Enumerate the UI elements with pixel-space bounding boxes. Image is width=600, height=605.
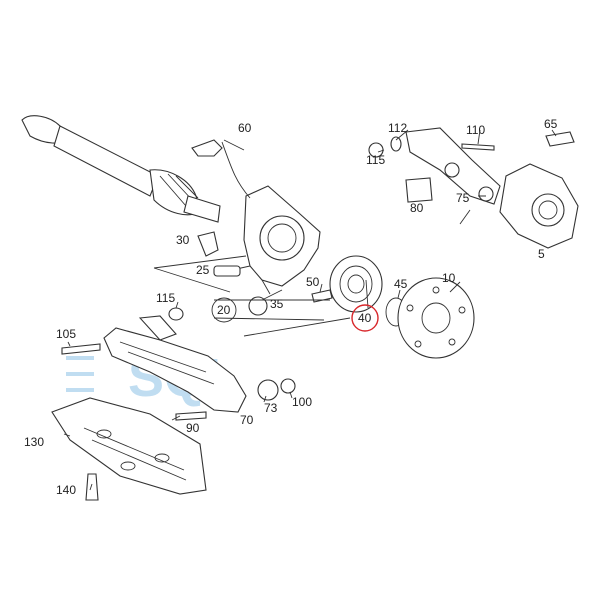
hub-flange-10 [397,277,475,359]
label-100: 100 [292,395,312,409]
label-45: 45 [394,277,408,291]
wheel-bearing-40 [329,255,383,313]
label-10: 10 [442,271,456,285]
washer-35 [248,296,268,316]
bolt-110 [461,143,495,151]
label-5: 5 [538,247,545,261]
label-115-upper: 115 [366,153,385,167]
label-75: 75 [456,191,470,205]
drive-shaft [21,115,221,223]
label-110: 110 [466,123,485,137]
label-80: 80 [410,201,424,215]
nut-100 [280,378,296,394]
upper-control-arm [405,127,501,205]
lower-control-arm [103,315,247,413]
callout-circle-20 [211,297,237,323]
washer-112 [390,136,402,152]
label-25: 25 [196,263,210,277]
wheel-carrier [231,185,321,295]
label-115-lower: 115 [156,291,175,305]
label-73: 73 [264,401,278,415]
label-50: 50 [306,275,320,289]
bolt-105 [61,343,101,355]
label-105: 105 [56,327,76,341]
underbody-cover-130 [51,397,207,495]
label-65: 65 [544,117,558,131]
bracket-65 [545,131,575,147]
bracket-30 [197,231,219,257]
label-140: 140 [56,483,76,497]
label-20: 20 [217,303,231,317]
bracket-60 [191,139,245,157]
label-40: 40 [358,311,372,325]
callout-circle-40-highlighted [351,304,379,332]
label-70: 70 [240,413,254,427]
bushing-25 [213,265,241,277]
label-60: 60 [238,121,252,135]
label-90: 90 [186,421,200,435]
label-30: 30 [176,233,190,247]
assembly-reference-lines [153,255,351,337]
clip-140 [85,473,99,501]
nut-115-lower [168,307,184,321]
label-35: 35 [270,297,284,311]
bolt-50 [311,289,333,303]
bushing-73 [257,379,279,401]
bolt-90 [175,411,207,421]
leader-lines [63,129,557,491]
steering-knuckle-5 [499,163,579,249]
label-112: 112 [388,121,407,135]
bushing-80 [405,177,433,203]
label-130: 130 [24,435,44,449]
